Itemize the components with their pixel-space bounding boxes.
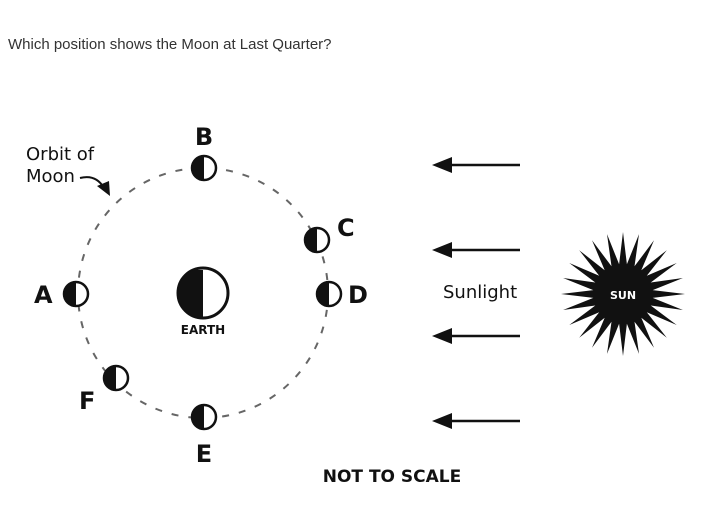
moon-position-e[interactable]: [190, 403, 218, 431]
label-b: B: [195, 123, 213, 151]
sun-icon: [561, 232, 685, 356]
label-c: C: [337, 214, 355, 242]
moon-position-c[interactable]: [303, 226, 331, 254]
sunlight-arrow-4: [432, 413, 520, 429]
moon-position-b[interactable]: [190, 154, 218, 182]
earth-label: EARTH: [181, 323, 225, 337]
label-e: E: [196, 440, 212, 468]
sunlight-arrow-1: [432, 157, 520, 173]
earth: [176, 266, 230, 320]
orbit-label-line2: Moon: [26, 166, 75, 187]
moon-position-d[interactable]: [315, 280, 343, 308]
sun-label: SUN: [610, 289, 636, 302]
label-a: A: [34, 281, 53, 309]
moon-position-f[interactable]: [102, 364, 130, 392]
sunlight-label: Sunlight: [443, 282, 517, 303]
orbit-pointer-arrowhead: [97, 181, 110, 196]
sunlight-arrow-3: [432, 328, 520, 344]
label-f: F: [79, 387, 95, 415]
scale-note: NOT TO SCALE: [323, 467, 461, 487]
orbit-label-line1: Orbit of: [26, 144, 95, 165]
label-d: D: [348, 281, 368, 309]
question-text: Which position shows the Moon at Last Qu…: [8, 36, 332, 53]
sunlight-arrow-2: [432, 242, 520, 258]
moon-position-a[interactable]: [62, 280, 90, 308]
